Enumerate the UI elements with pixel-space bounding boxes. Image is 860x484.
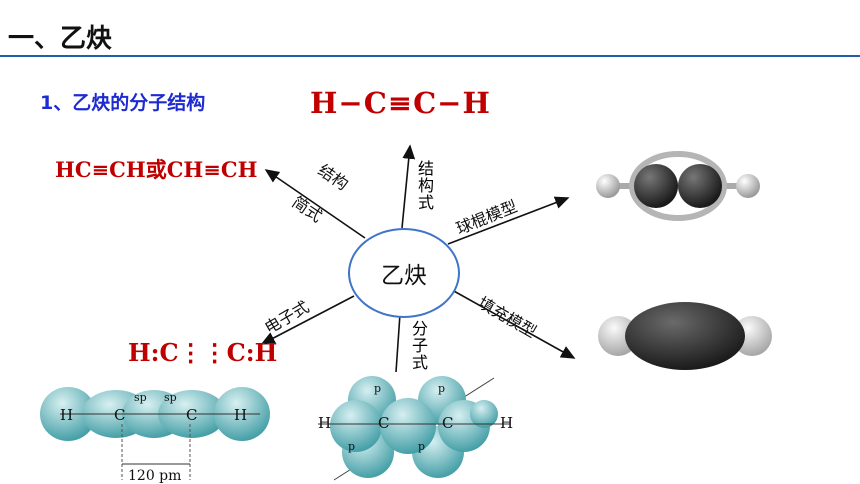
orbital-left-c2: C [186,406,197,424]
title-divider [0,55,860,57]
arrow-simplified [264,169,366,239]
orbital-right-p4: p [418,440,425,453]
orbital-left-h1: H [60,406,73,424]
arrow-ball-stick [447,196,570,245]
orbital-left-sp1: sp [134,391,147,404]
orbital-right-p2: p [438,382,445,395]
simplified-formula: HC≡CH或CH≡CH [55,157,258,182]
center-node: 乙炔 [348,228,460,318]
space-filling-model [598,302,772,370]
orbital-left-h2: H [234,406,247,424]
ball-stick-model [596,151,760,221]
label-structural: 结构式 [415,160,434,211]
slide-title: 一、乙炔 [8,24,113,54]
orbital-right-c2: C [442,414,453,432]
electron-formula: H:C⋮⋮C:H [128,338,278,367]
orbital-right-h2: H [500,414,513,432]
orbital-left-c1: C [114,406,125,424]
label-molecular: 分子式 [409,320,428,371]
arrow-molecular [395,313,401,373]
section-subtitle: 1、乙炔的分子结构 [40,92,206,114]
orbital-left-sp2: sp [164,391,177,404]
orbital-right-p3: p [348,440,355,453]
orbital-right-p1: p [374,382,381,395]
arrow-structural [401,144,416,229]
arrow-space-filling [451,289,576,359]
orbital-right-c1: C [378,414,389,432]
pi-orbital-diagram: H C C H p p p p [318,376,513,481]
orbital-right-h1: H [318,414,331,432]
arrow-electron [260,295,355,345]
orbital-left-length: 120 pm [128,468,181,484]
sp-orbital-diagram: H C sp sp C H 120 pm [40,387,270,484]
structural-formula: H−C≡C−H [310,86,491,120]
